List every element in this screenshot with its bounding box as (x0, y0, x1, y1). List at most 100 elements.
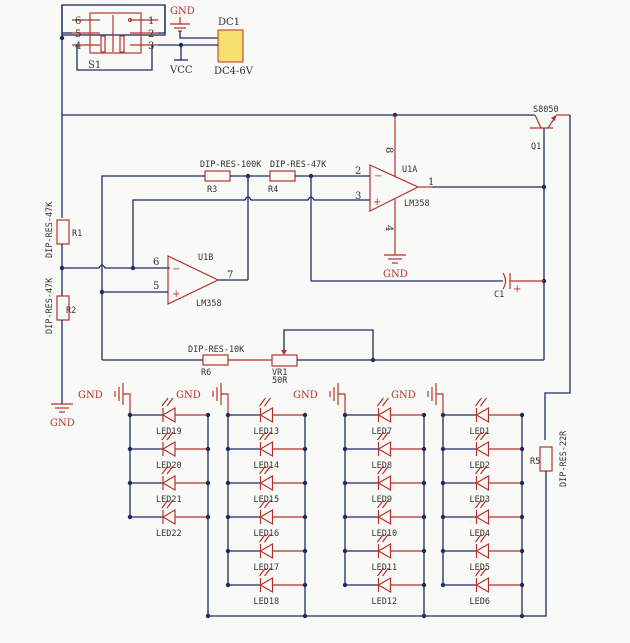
junction-dot (205, 613, 211, 619)
u1b-pin-out: 7 (227, 270, 233, 281)
led: LED5 (440, 533, 525, 573)
junction-dot (127, 446, 133, 452)
u1a-pin-out: 1 (428, 177, 434, 188)
junction-dot (127, 412, 133, 418)
junction-dot (342, 480, 348, 486)
opamp-u1a: − + GND 8 4 U1A LM358 2 3 1 (355, 115, 434, 280)
junction-dot (302, 613, 308, 619)
svg-text:+: + (373, 197, 381, 208)
power-gnd-top: GND (170, 6, 218, 39)
junction-dot (225, 446, 231, 452)
r1-ref: R1 (72, 229, 82, 239)
r5-value: DIP-RES-22R (559, 430, 569, 487)
resistor-r6: DIP-RES-10K R6 (188, 345, 245, 378)
junction-dot (302, 412, 308, 418)
junction-dot (302, 514, 308, 520)
svg-text:+: + (172, 289, 180, 300)
led-label: LED6 (470, 597, 490, 607)
junction-dot (225, 548, 231, 554)
led-group-gnd-label: GND (78, 390, 103, 401)
junction-dot (519, 582, 525, 588)
led-label: LED19 (156, 427, 182, 437)
svg-text:−: − (172, 264, 180, 275)
opamp-u1b: − + U1B LM358 6 5 7 (153, 253, 233, 309)
led-group-ground: GND (78, 383, 131, 415)
led-group-gnd-label: GND (293, 390, 318, 401)
led: LED14 (225, 431, 308, 471)
junction-dot (342, 412, 348, 418)
led: LED8 (342, 431, 427, 471)
r6-ref: R6 (201, 368, 211, 378)
led: LED17 (225, 533, 308, 573)
switch-pin-1: 1 (148, 16, 154, 27)
r4-value: DIP-RES-47K (270, 160, 327, 170)
junction-dot (421, 412, 427, 418)
led-group-ground: GND (293, 383, 346, 415)
led-label: LED7 (372, 427, 392, 437)
junction-dot (519, 548, 525, 554)
led: LED9 (342, 465, 427, 505)
led: LED4 (440, 499, 525, 539)
junction-dot (421, 446, 427, 452)
led: LED12 (342, 567, 427, 607)
led-label: LED3 (470, 495, 490, 505)
junction-dot (205, 446, 211, 452)
junction-dot (302, 548, 308, 554)
ground-left: GND (50, 403, 75, 429)
junction-dot (205, 514, 211, 520)
u1a-pin-vcc: 8 (383, 147, 394, 153)
led-label: LED16 (254, 529, 280, 539)
led-label: LED20 (156, 461, 182, 471)
capacitor-c1: + C1 (311, 272, 544, 300)
led: LED11 (342, 533, 427, 573)
vr1-value: 50R (272, 376, 288, 386)
led: LED19 (127, 397, 211, 437)
led-group-ground: GND (391, 383, 444, 415)
led-label: LED1 (470, 427, 490, 437)
led-group-ground: GND (176, 383, 229, 415)
dc-ref: DC1 (218, 17, 240, 28)
junction-dot (421, 514, 427, 520)
u1a-pin-noninv: 3 (355, 191, 361, 202)
vcc-label: VCC (169, 65, 193, 76)
r2-value: DIP-RES-47K (45, 277, 55, 334)
u1a-part: LM358 (404, 199, 430, 209)
junction-dot (225, 480, 231, 486)
switch-pin-3: 3 (148, 41, 154, 52)
junction-dot (342, 514, 348, 520)
led-label: LED22 (156, 529, 182, 539)
led: LED6 (440, 567, 525, 607)
junction-dot (519, 613, 525, 619)
c1-polarity: + (513, 284, 521, 295)
junction-dot (519, 446, 525, 452)
led: LED21 (127, 465, 211, 505)
dc-source: DC1 DC4-6V VCC (158, 17, 254, 77)
junction-dot (127, 480, 133, 486)
junction-dot (440, 582, 446, 588)
resistor-r5: R5 DIP-RES-22R (530, 430, 569, 487)
svg-text:−: − (374, 171, 382, 182)
led: LED18 (225, 567, 308, 607)
junction-dot (519, 412, 525, 418)
led: LED2 (440, 431, 525, 471)
junction-dot (421, 582, 427, 588)
gnd-label-left: GND (50, 418, 75, 429)
junction-dot (519, 514, 525, 520)
led-label: LED14 (254, 461, 280, 471)
r2-ref: R2 (66, 306, 76, 316)
junction-dot (421, 613, 427, 619)
led: LED22 (127, 499, 211, 539)
junction-dot (519, 480, 525, 486)
led: LED3 (440, 465, 525, 505)
u1a-pin-gnd: 4 (383, 225, 394, 231)
led-label: LED18 (254, 597, 280, 607)
led: LED1 (440, 397, 525, 437)
led-group-gnd-label: GND (391, 390, 416, 401)
c1-ref: C1 (494, 290, 504, 300)
junction-dot (421, 548, 427, 554)
switch-ref: S1 (88, 60, 101, 71)
junction-dot (440, 548, 446, 554)
